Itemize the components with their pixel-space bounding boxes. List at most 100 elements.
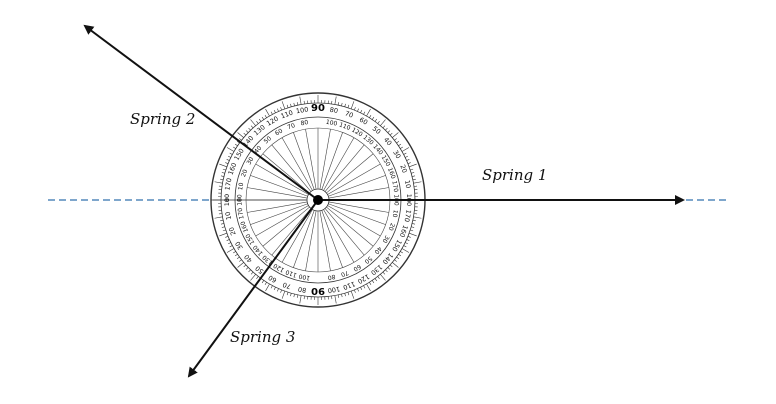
protractor-tick bbox=[412, 178, 416, 181]
protractor-number-outer: 10 bbox=[224, 211, 233, 221]
protractor-tick bbox=[360, 287, 363, 291]
protractor-tick bbox=[296, 294, 299, 298]
protractor-number-inner: 110 bbox=[285, 268, 298, 279]
protractor-tick bbox=[380, 274, 386, 281]
protractor-number-outer: 160 bbox=[398, 224, 410, 238]
protractor-number-inner: 60 bbox=[274, 127, 284, 137]
protractor-tick bbox=[220, 219, 224, 222]
protractor-tick bbox=[394, 259, 397, 262]
protractor-tick bbox=[219, 232, 227, 237]
protractor-tick bbox=[392, 132, 399, 138]
protractor-tick bbox=[237, 132, 244, 138]
protractor-tick bbox=[412, 175, 416, 177]
protractor-number-outer: 170 bbox=[403, 209, 413, 223]
protractor-tick bbox=[350, 101, 355, 109]
protractor-number-outer: 70 bbox=[282, 280, 293, 290]
protractor-number-inner: 110 bbox=[338, 121, 351, 132]
spring-2-arrow bbox=[83, 24, 319, 201]
protractor-ray bbox=[328, 187, 389, 199]
protractor-tick bbox=[369, 282, 372, 285]
protractor-tick bbox=[229, 152, 233, 155]
protractor-tick bbox=[344, 103, 346, 107]
protractor-tick bbox=[401, 248, 410, 253]
protractor-tick bbox=[406, 159, 410, 161]
protractor-tick bbox=[299, 96, 302, 105]
protractor-tick bbox=[290, 103, 292, 107]
protractor-number-inner: 150 bbox=[380, 154, 392, 168]
protractor-ray bbox=[326, 153, 374, 194]
protractor-tick bbox=[237, 262, 244, 268]
protractor-tick bbox=[236, 256, 240, 260]
protractor-number-inner: 100 bbox=[298, 272, 311, 281]
protractor-tick bbox=[409, 163, 417, 168]
protractor-number-inner: 10 bbox=[237, 182, 245, 191]
protractor-number-outer: 20 bbox=[398, 164, 408, 175]
protractor-number-inner: 70 bbox=[287, 122, 297, 131]
protractor-tick bbox=[280, 289, 282, 293]
protractor-tick bbox=[222, 229, 226, 232]
protractor-number-inner: 60 bbox=[352, 263, 362, 273]
protractor-tick bbox=[400, 146, 403, 149]
protractor-number-inner: 160 bbox=[239, 220, 250, 233]
protractor-ray bbox=[324, 208, 365, 256]
protractor-number-inner: 50 bbox=[263, 135, 273, 145]
protractor-tick bbox=[248, 269, 251, 273]
protractor-number-inner: 50 bbox=[363, 255, 373, 265]
protractor-tick bbox=[226, 159, 230, 161]
protractor-number-outer: 50 bbox=[254, 264, 265, 275]
protractor-number-inner: 160 bbox=[386, 167, 397, 180]
protractor-number-outer: 40 bbox=[243, 253, 254, 264]
protractor-tick bbox=[264, 115, 267, 118]
protractor-tick bbox=[233, 146, 236, 149]
protractor-number-outer: 10 bbox=[403, 179, 412, 189]
protractor-tick bbox=[380, 119, 386, 126]
protractor-ray bbox=[327, 205, 381, 237]
spring-3-arrow bbox=[187, 199, 319, 378]
protractor-tick bbox=[334, 295, 337, 304]
protractor-ray bbox=[326, 206, 374, 247]
protractor-tick bbox=[243, 264, 247, 268]
protractor-tick bbox=[220, 175, 224, 177]
protractor-ray bbox=[255, 163, 309, 195]
protractor-tick bbox=[299, 295, 302, 304]
protractor-ray bbox=[328, 175, 386, 197]
protractor-number-inner: 10 bbox=[391, 209, 399, 218]
protractor-tick bbox=[389, 132, 393, 136]
protractor-tick bbox=[281, 101, 286, 109]
protractor-tick bbox=[347, 292, 350, 296]
protractor-tick bbox=[261, 116, 265, 120]
protractor-number-outer: 20 bbox=[227, 226, 237, 237]
protractor-tick bbox=[221, 172, 225, 174]
protractor-tick bbox=[334, 96, 337, 105]
protractor-tick bbox=[347, 104, 350, 108]
protractor-ray bbox=[323, 209, 355, 263]
protractor-tick bbox=[341, 102, 343, 106]
protractor-number-inner: 20 bbox=[240, 168, 249, 178]
protractor-ray bbox=[321, 132, 343, 190]
protractor-number-outer: 40 bbox=[382, 136, 393, 147]
protractor-tick bbox=[250, 271, 254, 275]
spring-3-label: Spring 3 bbox=[230, 328, 295, 346]
protractor-tick bbox=[243, 132, 247, 136]
protractor-tick bbox=[226, 248, 235, 253]
protractor-number-outer: 110 bbox=[342, 280, 356, 292]
protractor-ray bbox=[293, 210, 315, 268]
protractor-tick bbox=[250, 274, 256, 281]
protractor-ray bbox=[255, 205, 309, 237]
protractor-number-outer: 60 bbox=[358, 116, 369, 127]
protractor-ticks bbox=[213, 95, 423, 305]
protractor-tick bbox=[409, 232, 417, 237]
protractor-number-outer: 170 bbox=[223, 177, 233, 191]
protractor-ray bbox=[328, 201, 389, 213]
protractor-tick bbox=[398, 143, 402, 147]
protractor-tick bbox=[229, 245, 233, 248]
protractor-tick bbox=[337, 102, 340, 106]
protractor-ray bbox=[250, 175, 308, 197]
protractor-tick bbox=[385, 269, 388, 273]
protractor-tick bbox=[264, 282, 267, 285]
protractor-number-inner: 70 bbox=[340, 269, 350, 278]
protractor-number-inner: 20 bbox=[387, 222, 396, 232]
protractor-tick bbox=[354, 107, 356, 111]
protractor-number-inner: 120 bbox=[272, 262, 286, 274]
